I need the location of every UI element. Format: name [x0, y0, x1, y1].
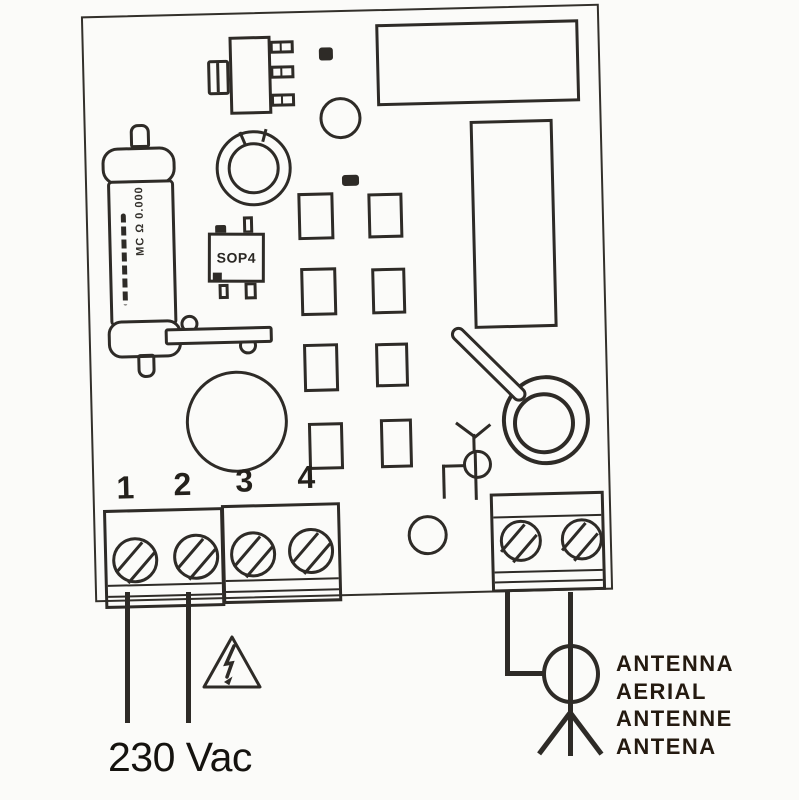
antenna-label-block: ANTENNA AERIAL ANTENNE ANTENA [616, 650, 734, 760]
ic-pin [244, 282, 257, 300]
ic-pin [242, 216, 254, 234]
transistor-tab [207, 59, 230, 96]
smd-pad [371, 267, 407, 315]
voltage-label: 230 Vac [108, 734, 252, 780]
smd-component-chip [341, 174, 360, 187]
smd-pad [297, 192, 335, 241]
antenna-label-es: ANTENA [616, 733, 717, 759]
antenna-wire-right-v [568, 592, 573, 717]
antenna-wire-left-h [505, 671, 547, 676]
mains-wire-1 [125, 592, 130, 723]
ic-pin [218, 283, 229, 300]
trimmer-circle [462, 449, 493, 480]
smd-pad [300, 267, 338, 317]
trimmer-wire-v [441, 464, 446, 499]
antenna-label-fr: ANTENNE [616, 706, 733, 731]
antenna-wire-left-v [505, 592, 510, 676]
transistor-pin [270, 65, 295, 79]
relay-outline [375, 19, 581, 107]
transistor-pin [270, 93, 296, 107]
pad-circle [318, 96, 362, 140]
terminal-number-4: 4 [296, 458, 316, 496]
ic-pin1-marker [212, 272, 222, 281]
terminal-number-1: 1 [116, 469, 135, 506]
ic-chip: SOP4 [207, 232, 265, 283]
smd-pad [374, 342, 410, 388]
ic-label: SOP4 [216, 249, 257, 266]
terminal-number-2: 2 [173, 465, 192, 503]
antenna-fork-stem [568, 712, 573, 756]
trimmer-wire-h [441, 464, 466, 468]
high-voltage-warning-icon [202, 635, 262, 689]
transistor-package [228, 35, 273, 115]
smd-component-dot [318, 47, 334, 61]
clamp-bar [164, 325, 273, 346]
mains-wire-2 [186, 592, 191, 723]
component-outline-tall [469, 118, 558, 329]
antenna-fork-left [537, 711, 572, 756]
pcb-board: MC Ω 0.000 SOP4 1 2 3 4 [80, 3, 614, 609]
antenna-label-aerial: AERIAL [616, 678, 707, 704]
antenna-fork-right [569, 711, 604, 756]
pad-circle [407, 514, 449, 556]
resistor-lead-top [129, 123, 151, 149]
resistor-lead-bottom [137, 353, 156, 379]
terminal-number-3: 3 [234, 462, 254, 499]
resistor-label: MC Ω 0.000 [133, 186, 147, 256]
coil-rod [447, 323, 530, 405]
smd-pad [367, 192, 404, 239]
buzzer-circle [184, 369, 290, 474]
antenna-label-en: ANTENNA [616, 651, 735, 676]
transistor-pin [269, 40, 294, 54]
smd-pad [379, 418, 414, 469]
smd-pad [302, 343, 340, 393]
